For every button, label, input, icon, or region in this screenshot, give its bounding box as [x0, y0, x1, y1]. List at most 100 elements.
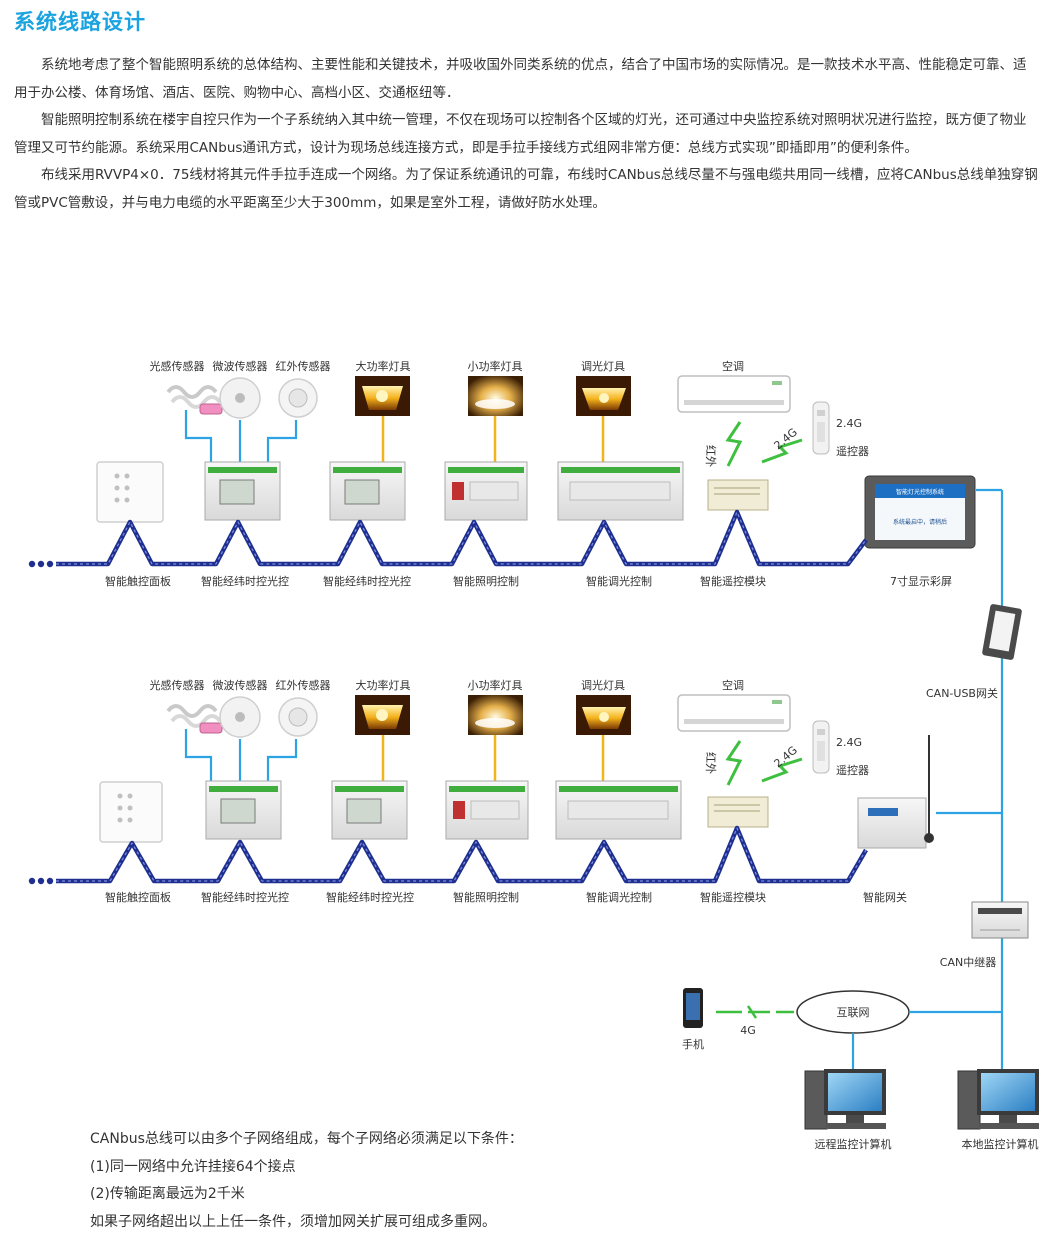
label-smart-gateway: 智能网关 — [863, 890, 907, 904]
high-power-lamp-icon — [355, 695, 410, 735]
label-aircon: 空调 — [722, 359, 744, 373]
label-microwave-sensor: 微波传感器 — [213, 678, 268, 692]
label-infrared-sensor: 红外传感器 — [276, 360, 331, 373]
remote-frequency: 2.4G — [836, 417, 862, 430]
ir-label: 红外 — [704, 445, 717, 467]
label-microwave-sensor: 微波传感器 — [213, 359, 268, 373]
microwave-sensor-icon — [219, 377, 261, 419]
label-small-power-lamp: 小功率灯具 — [468, 359, 523, 373]
small-power-lamp-icon — [468, 376, 523, 416]
astro-controller-1-device — [205, 780, 282, 840]
label-remote-module: 智能遥控模块 — [700, 574, 766, 588]
wifi-label: 2.4G — [772, 426, 800, 453]
smart-gateway-device — [857, 735, 934, 849]
intro-paragraph-3: 布线采用RVVP4×0．75线材将其元件手拉手连成一个网络。为了保证系统通讯的可… — [14, 167, 1038, 211]
display-screen-device: 智能灯光控制系统 系统最启中，请稍后 — [864, 475, 976, 549]
row-1: 光感传感器 微波传感器 红外传感器 大功率灯具 小功率灯具 调光灯具 空调 — [28, 359, 976, 588]
aircon-icon — [677, 694, 791, 732]
remote-control-icon — [812, 720, 830, 774]
bus-conditions-notes: CANbus总线可以由多个子网络组成，每个子网络必须满足以下条件： (1)同一网… — [90, 1126, 523, 1236]
dimming-lamp-icon — [576, 695, 631, 735]
label-high-power-lamp: 大功率灯具 — [356, 678, 411, 692]
label-light-sensor: 光感传感器 — [150, 678, 205, 692]
label-astro-controller-1: 智能经纬时控光控 — [201, 890, 289, 904]
wifi-signal-icon — [761, 438, 803, 464]
infrared-sensor-icon — [278, 378, 318, 418]
lighting-controller-device — [445, 780, 529, 840]
light-sensor-icon — [166, 385, 223, 415]
bus-ellipsis — [28, 877, 54, 885]
remote-control-icon — [812, 401, 830, 455]
label-4g: 4G — [740, 1024, 756, 1037]
label-lighting-controller: 智能照明控制 — [453, 574, 519, 588]
label-phone: 手机 — [682, 1037, 704, 1051]
ir-signal-icon — [725, 421, 743, 467]
wifi-label: 2.4G — [772, 744, 800, 771]
label-dimming-lamp: 调光灯具 — [581, 359, 625, 373]
remote-label: 遥控器 — [836, 444, 869, 458]
label-dimming-controller: 智能调光控制 — [586, 890, 652, 904]
label-remote-pc: 远程监控计算机 — [815, 1137, 892, 1151]
note-line-4: 如果子网络超出以上上任一条件，须增加网关扩展可组成多重网。 — [90, 1213, 496, 1230]
remote-pc-icon — [804, 1069, 886, 1130]
remote-module-device — [707, 479, 769, 511]
label-high-power-lamp: 大功率灯具 — [356, 359, 411, 373]
label-internet: 互联网 — [837, 1006, 870, 1019]
wifi-signal-icon — [761, 757, 803, 783]
local-pc-icon — [957, 1069, 1039, 1130]
label-infrared-sensor: 红外传感器 — [276, 679, 331, 692]
ir-label: 红外 — [704, 752, 717, 774]
intro-paragraph-2: 智能照明控制系统在楼宇自控只作为一个子系统纳入其中统一管理，不仅在现场可以控制各… — [14, 112, 1027, 156]
label-small-power-lamp: 小功率灯具 — [468, 678, 523, 692]
page-title: 系统线路设计 — [14, 10, 146, 34]
astro-controller-2-device — [329, 461, 406, 521]
can-usb-gateway-device — [982, 604, 1022, 660]
microwave-sensor-icon — [219, 696, 261, 738]
intro-text: 系统地考虑了整个智能照明系统的总体结构、主要性能和关键技术，并吸收国外同类系统的… — [14, 52, 1039, 217]
remote-module-device — [707, 796, 769, 828]
label-astro-controller-2: 智能经纬时控光控 — [326, 890, 414, 904]
note-line-2: (1)同一网络中允许挂接64个接点 — [90, 1158, 296, 1175]
touch-panel-device — [99, 781, 163, 843]
infrared-sensor-icon — [278, 697, 318, 737]
dimming-controller-device — [555, 780, 682, 840]
remote-label: 遥控器 — [836, 763, 869, 777]
label-remote-module: 智能遥控模块 — [700, 890, 766, 904]
aircon-icon — [677, 375, 791, 413]
label-display-screen: 7寸显示彩屏 — [890, 574, 952, 588]
bus-ellipsis — [28, 560, 54, 568]
remote-frequency: 2.4G — [836, 736, 862, 749]
label-aircon: 空调 — [722, 678, 744, 692]
label-dimming-controller: 智能调光控制 — [586, 574, 652, 588]
dimming-lamp-icon — [576, 376, 631, 416]
intro-paragraph-1: 系统地考虑了整个智能照明系统的总体结构、主要性能和关键技术，并吸收国外同类系统的… — [14, 57, 1027, 101]
label-local-pc: 本地监控计算机 — [962, 1137, 1039, 1151]
screen-title: 智能灯光控制系统 — [896, 488, 944, 496]
label-can-repeater: CAN中继器 — [940, 956, 996, 969]
label-touch-panel: 智能触控面板 — [105, 574, 171, 588]
note-line-1: CANbus总线可以由多个子网络组成，每个子网络必须满足以下条件： — [90, 1131, 523, 1147]
small-power-lamp-icon — [468, 695, 523, 735]
label-touch-panel: 智能触控面板 — [105, 890, 171, 904]
mobile-phone-icon — [683, 988, 703, 1028]
light-sensor-icon — [166, 704, 223, 734]
high-power-lamp-icon — [355, 376, 410, 416]
label-astro-controller-2: 智能经纬时控光控 — [323, 574, 411, 588]
astro-controller-1-device — [204, 461, 281, 521]
screen-text: 系统最启中，请稍后 — [893, 518, 947, 526]
label-lighting-controller: 智能照明控制 — [453, 890, 519, 904]
label-astro-controller-1: 智能经纬时控光控 — [201, 574, 289, 588]
label-light-sensor: 光感传感器 — [150, 359, 205, 373]
can-repeater-device — [971, 901, 1029, 939]
row-2: 光感传感器 微波传感器 红外传感器 大功率灯具 小功率灯具 调光灯具 空调 — [28, 678, 934, 904]
network-backbone: CAN-USB网关 CAN中继器 互联网 手机 4G 远程监控 — [682, 488, 1039, 1151]
dimming-controller-device — [557, 461, 684, 521]
astro-controller-2-device — [331, 780, 408, 840]
note-line-3: (2)传输距离最远为2千米 — [90, 1186, 245, 1202]
label-can-usb-gateway: CAN-USB网关 — [926, 686, 998, 700]
label-dimming-lamp: 调光灯具 — [581, 678, 625, 692]
touch-panel-device — [96, 461, 164, 523]
lighting-controller-device — [444, 461, 528, 521]
ir-signal-icon — [725, 740, 743, 786]
